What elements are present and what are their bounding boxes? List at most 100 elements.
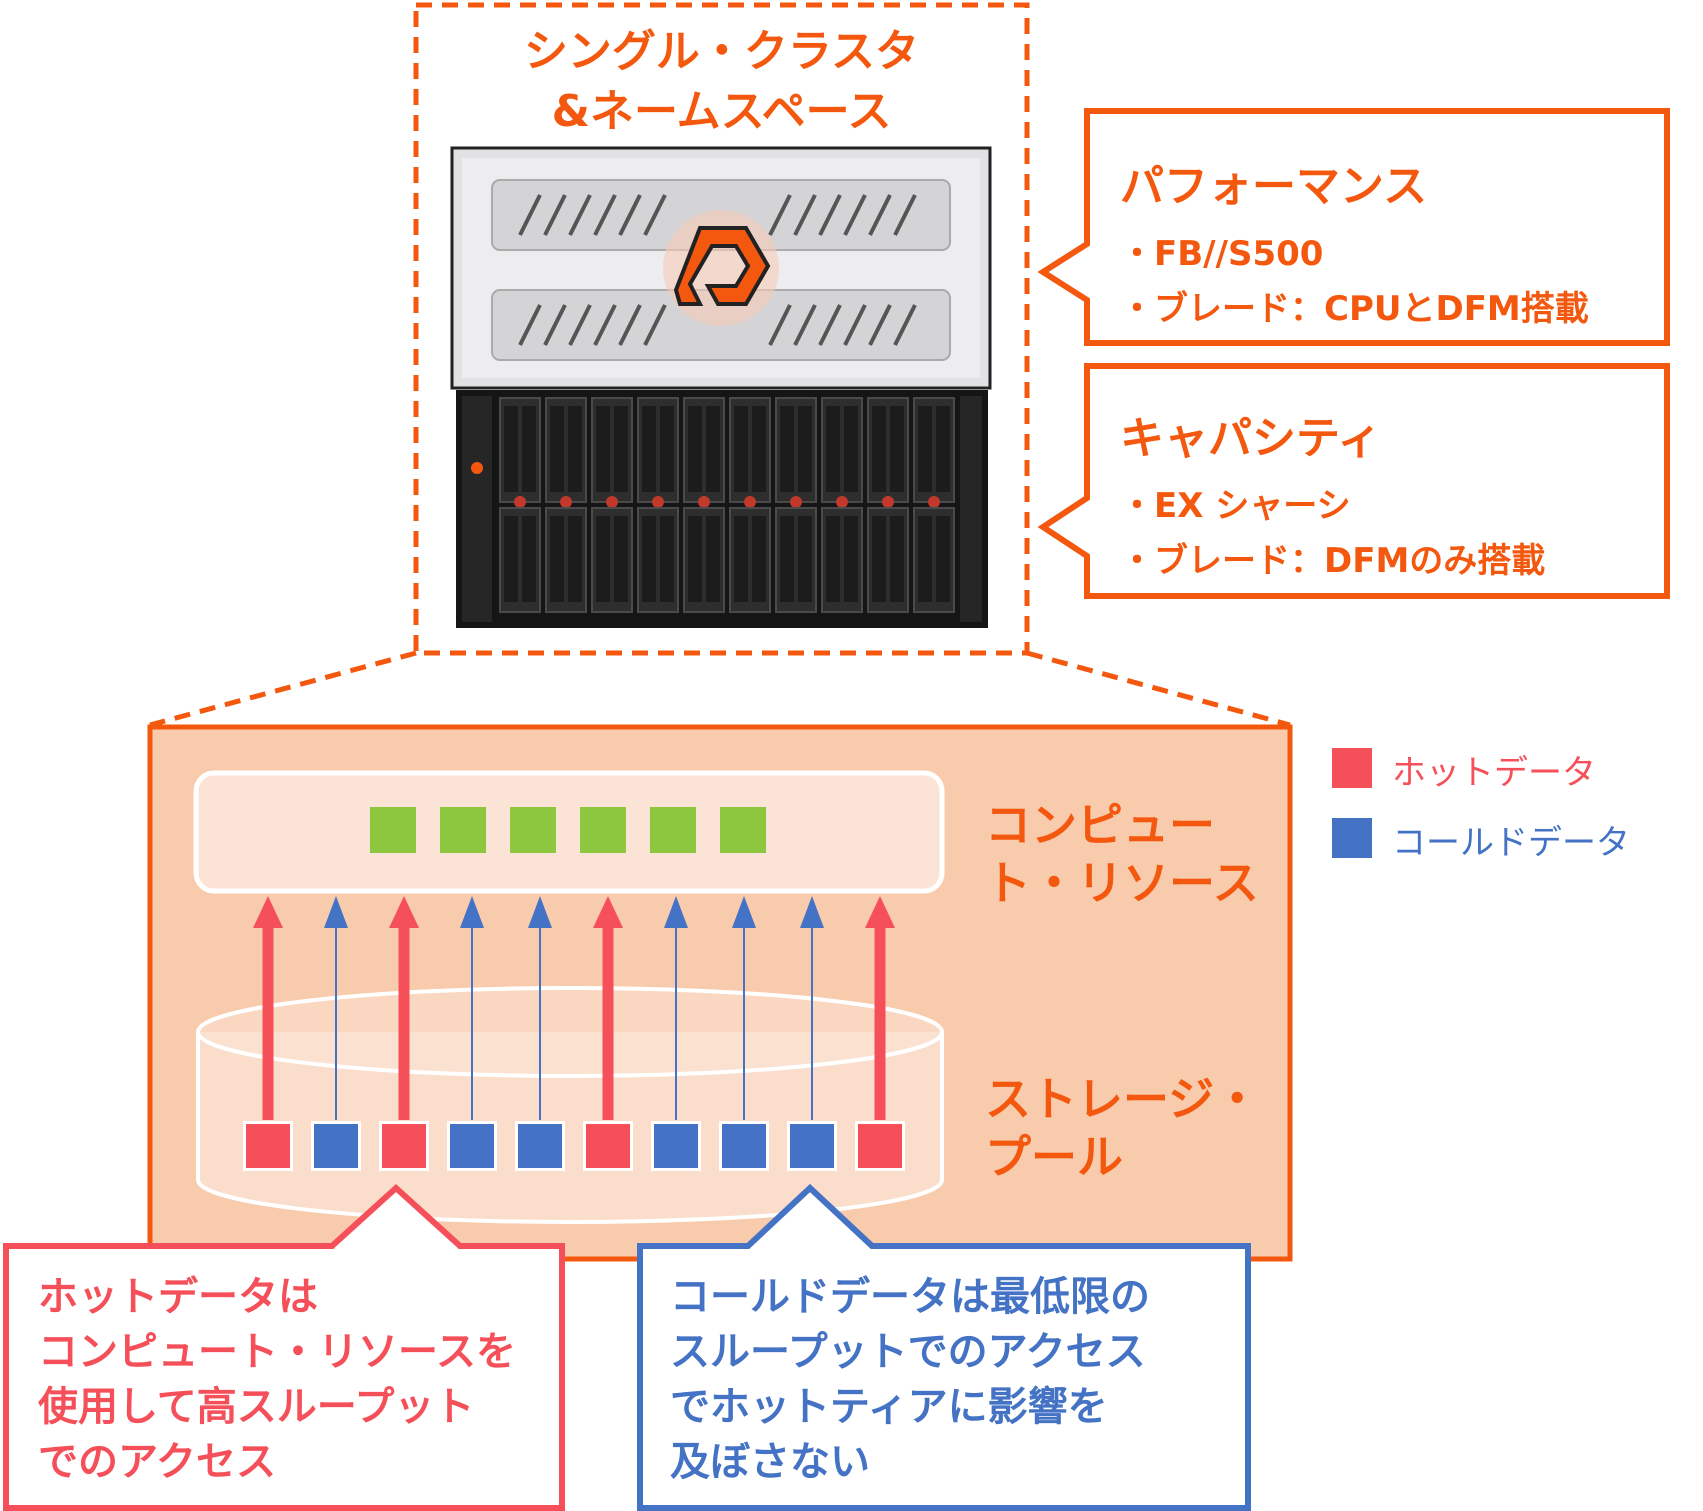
drive-bay: [936, 516, 950, 602]
drive-bay: [706, 406, 720, 492]
drive-bay: [734, 516, 748, 602]
drive-bay: [504, 406, 518, 492]
cluster-title-line-2: &ネームスペース: [551, 86, 892, 137]
cold-data-note-box: [637, 1183, 1251, 1511]
drive-bay: [918, 406, 932, 492]
cold-data-block: [447, 1121, 497, 1171]
hot-arrow-head: [865, 896, 895, 928]
blade-status-led: [744, 496, 756, 508]
drive-bay: [826, 406, 840, 492]
compute-resource-label: コンピュー ト・リソース: [985, 796, 1259, 912]
cold-data-block: [651, 1121, 701, 1171]
compute-unit: [440, 807, 486, 853]
blade-status-led: [836, 496, 848, 508]
storage-pool-cylinder: [196, 986, 944, 1224]
cold-arrow-head: [732, 896, 756, 928]
cold-arrow-head: [324, 896, 348, 928]
hot-note-line: 使用して高スループット: [38, 1384, 475, 1430]
drive-bay: [688, 406, 702, 492]
hot-data-block: [855, 1121, 905, 1171]
hot-note-line: ホットデータは: [38, 1274, 318, 1320]
cold-note-line: でホットティアに影響を: [670, 1384, 1108, 1430]
compute-unit: [580, 807, 626, 853]
drive-bay: [734, 406, 748, 492]
legend-hot-label: ホットデータ: [1392, 753, 1596, 793]
drive-bay: [780, 406, 794, 492]
legend-cold-swatch: [1332, 818, 1372, 858]
hot-arrow-head: [253, 896, 283, 928]
drive-bay: [504, 516, 518, 602]
drive-bay: [550, 406, 564, 492]
hot-arrow-head: [389, 896, 419, 928]
data-access-arrows: [253, 896, 895, 1120]
compute-unit: [370, 807, 416, 853]
capacity-callout-box: [1037, 363, 1670, 599]
cold-data-block: [719, 1121, 769, 1171]
blade-status-led: [652, 496, 664, 508]
drive-bay: [642, 406, 656, 492]
ex-blade-slots: [499, 397, 955, 613]
drive-bay: [798, 516, 812, 602]
compute-label-line-2: ト・リソース: [985, 856, 1259, 910]
blade-status-led: [560, 496, 572, 508]
capacity-title: キャパシティ: [1120, 413, 1382, 464]
compute-unit: [720, 807, 766, 853]
compute-unit: [650, 807, 696, 853]
drive-bay: [596, 516, 610, 602]
hot-data-block: [379, 1121, 429, 1171]
performance-callout: パフォーマンス ・FB//S500 ・ブレード：CPUとDFM搭載: [1120, 150, 1660, 330]
hot-data-note: ホットデータは コンピュート・リソースを 使用して高スループット でのアクセス: [38, 1270, 516, 1490]
drive-bay: [660, 516, 674, 602]
cold-note-line: コールドデータは最低限の: [670, 1274, 1150, 1320]
zoom-line-right: [1026, 650, 1291, 728]
cold-data-block: [787, 1121, 837, 1171]
fb-s500-chassis-image: [450, 146, 992, 390]
cold-data-note: コールドデータは最低限の スループットでのアクセス でホットティアに影響を 及ぼ…: [670, 1270, 1150, 1490]
cold-arrow-head: [664, 896, 688, 928]
drive-bay: [890, 516, 904, 602]
capacity-item: ・ブレード：DFMのみ搭載: [1120, 541, 1546, 581]
drive-bay: [826, 516, 840, 602]
storage-label-line-2: プール: [985, 1130, 1123, 1184]
drive-bay: [660, 406, 674, 492]
cold-arrow-head: [460, 896, 484, 928]
drive-bay: [872, 406, 886, 492]
drive-bay: [918, 516, 932, 602]
cold-data-block: [515, 1121, 565, 1171]
drive-bay: [522, 406, 536, 492]
zoom-line-left: [149, 650, 417, 728]
compute-resource-box: [193, 770, 945, 894]
cold-data-block: [311, 1121, 361, 1171]
performance-callout-box: [1037, 108, 1670, 346]
hot-data-note-box: [3, 1183, 565, 1511]
cold-note-line: スループットでのアクセス: [670, 1329, 1146, 1375]
cold-arrow-head: [528, 896, 552, 928]
storage-label-line-1: ストレージ・: [985, 1072, 1261, 1126]
blade-status-led: [606, 496, 618, 508]
performance-item: ・ブレード：CPUとDFM搭載: [1120, 289, 1589, 329]
drive-bay: [752, 406, 766, 492]
performance-title: パフォーマンス: [1120, 161, 1428, 212]
hot-note-line: コンピュート・リソースを: [38, 1329, 516, 1375]
capacity-item: ・EX シャーシ: [1120, 486, 1351, 526]
storage-pool-label: ストレージ・ プール: [985, 1070, 1260, 1186]
hot-data-block: [243, 1121, 293, 1171]
compute-unit: [510, 807, 556, 853]
cluster-dashed-frame: [413, 2, 1030, 656]
capacity-callout: キャパシティ ・EX シャーシ ・ブレード：DFMのみ搭載: [1120, 402, 1660, 582]
drive-bay: [706, 516, 720, 602]
drive-bay: [872, 516, 886, 602]
cluster-title: シングル・クラスタ &ネームスペース: [420, 22, 1023, 142]
blade-status-led: [882, 496, 894, 508]
drive-bay: [550, 516, 564, 602]
blade-status-led: [698, 496, 710, 508]
hot-data-block: [583, 1121, 633, 1171]
legend-hot-swatch: [1332, 748, 1372, 788]
pure-logo-icon: [663, 210, 779, 326]
drive-bay: [936, 406, 950, 492]
blade-status-led: [514, 496, 526, 508]
legend-cold-label: コールドデータ: [1392, 823, 1630, 863]
drive-bay: [642, 516, 656, 602]
drive-bay: [614, 516, 628, 602]
blade-status-led: [790, 496, 802, 508]
